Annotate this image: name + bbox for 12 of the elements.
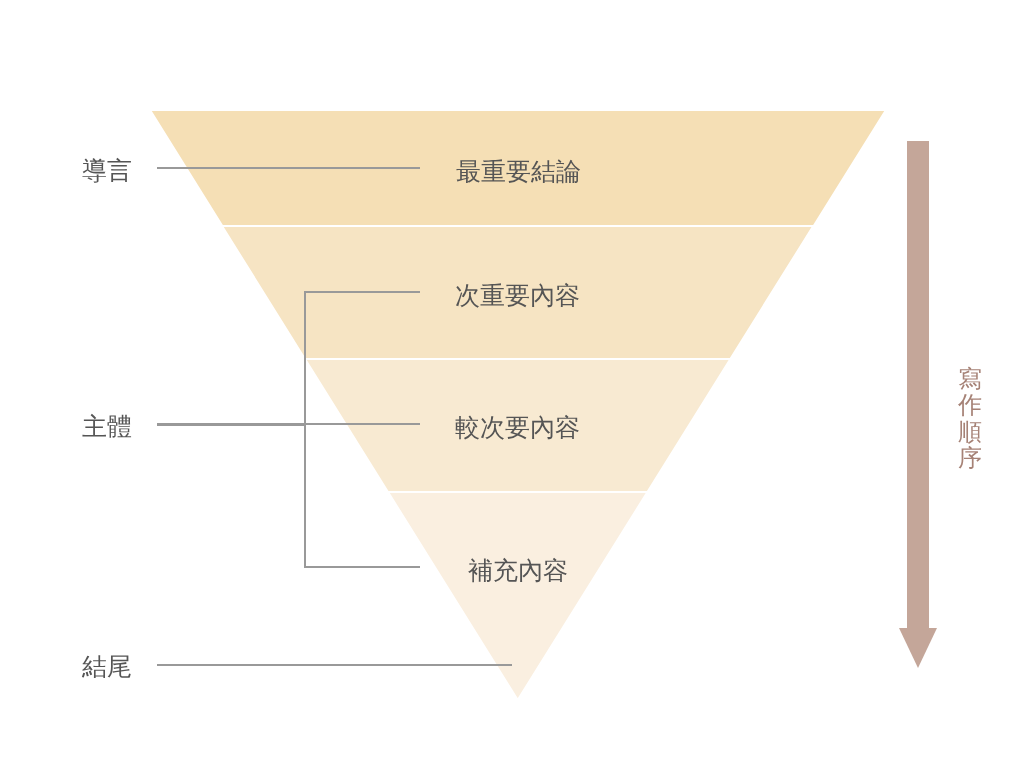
leader-line [156, 424, 421, 568]
vertical-caption: 寫作順序 [958, 366, 982, 472]
layer-text: 較次要內容 [455, 415, 581, 440]
leader-line [156, 167, 421, 169]
leader-line [156, 423, 421, 425]
section-label: 導言 [82, 158, 132, 183]
layer-text: 最重要結論 [455, 159, 581, 184]
section-label: 結尾 [82, 654, 132, 679]
layer-text: 次重要內容 [455, 283, 581, 308]
layer-text: 補充內容 [468, 558, 568, 583]
section-label: 主體 [82, 414, 132, 439]
leader-line [156, 664, 513, 666]
